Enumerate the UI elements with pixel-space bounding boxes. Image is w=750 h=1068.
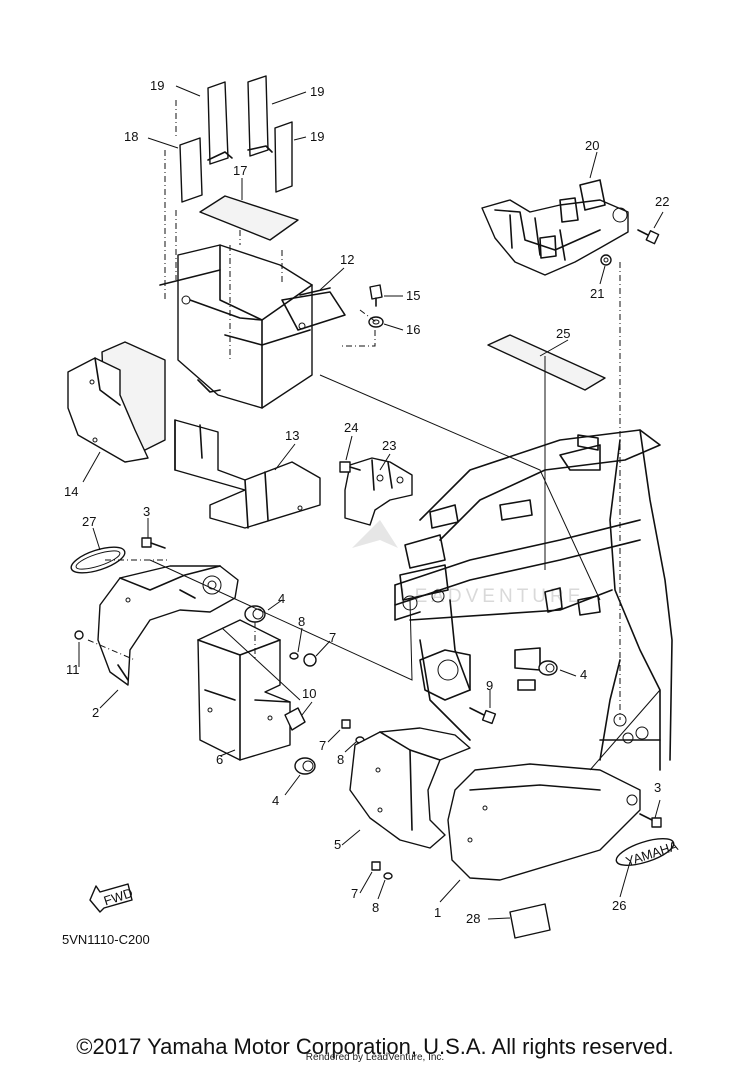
part-10-clip xyxy=(284,707,306,731)
callout-23: 23 xyxy=(382,438,396,453)
part-6-cover xyxy=(197,619,291,761)
callout-6: 6 xyxy=(216,752,223,767)
callout-18: 18 xyxy=(124,129,138,144)
part-24-bolt xyxy=(339,461,361,473)
leader-lines xyxy=(78,85,664,920)
callout-4: 4 xyxy=(278,591,285,606)
part-7-bolt-a xyxy=(303,653,317,667)
callout-19: 19 xyxy=(310,84,324,99)
callout-5: 5 xyxy=(334,837,341,852)
callouts: 19 19 19 18 17 12 15 16 20 22 21 25 13 2… xyxy=(64,78,669,926)
part-22-bolt xyxy=(637,229,660,245)
part-7-bolt-c xyxy=(371,861,381,871)
callout-11: 11 xyxy=(66,662,80,677)
callout-25: 25 xyxy=(556,326,570,341)
part-3-bolt-lower xyxy=(639,813,662,828)
callout-7: 7 xyxy=(319,738,326,753)
callout-28: 28 xyxy=(466,911,480,926)
part-3-bolt-upper xyxy=(141,537,166,549)
callout-7: 7 xyxy=(351,886,358,901)
part-7-bolt-b xyxy=(341,719,351,729)
part-19-pads xyxy=(207,75,293,193)
callout-4: 4 xyxy=(580,667,587,682)
part-21-nut xyxy=(600,254,612,266)
callout-3: 3 xyxy=(654,780,661,795)
part-8-washer-c xyxy=(383,872,393,880)
part-9-bolt xyxy=(469,707,497,725)
callout-8: 8 xyxy=(298,614,305,629)
part-17-pad xyxy=(199,195,299,241)
callout-21: 21 xyxy=(590,286,604,301)
callout-26: 26 xyxy=(612,898,626,913)
callout-2: 2 xyxy=(92,705,99,720)
callout-8: 8 xyxy=(372,900,379,915)
watermark: LEADVENTURE xyxy=(352,520,580,607)
callout-20: 20 xyxy=(585,138,599,153)
part-1-cover xyxy=(447,763,641,881)
callout-24: 24 xyxy=(344,420,358,435)
callout-19: 19 xyxy=(310,129,324,144)
part-27-strip xyxy=(70,546,126,574)
callout-9: 9 xyxy=(486,678,493,693)
part-11-nut xyxy=(74,630,84,640)
callout-22: 22 xyxy=(655,194,669,209)
callout-4: 4 xyxy=(272,793,279,808)
assembly-lines xyxy=(87,100,621,720)
callout-19: 19 xyxy=(150,78,164,93)
part-13-plate xyxy=(174,419,321,529)
callout-12: 12 xyxy=(340,252,354,267)
callout-10: 10 xyxy=(302,686,316,701)
part-4-grommet-c xyxy=(538,660,558,676)
part-8-washer-a xyxy=(289,652,299,660)
callout-14: 14 xyxy=(64,484,78,499)
callout-13: 13 xyxy=(285,428,299,443)
part-12-box xyxy=(159,244,346,409)
callout-27: 27 xyxy=(82,514,96,529)
callout-8: 8 xyxy=(337,752,344,767)
part-18-pad xyxy=(179,137,203,203)
drawing-code: 5VN1110-C200 xyxy=(62,932,150,947)
fwd-label: FWD xyxy=(102,885,135,908)
callout-3: 3 xyxy=(143,504,150,519)
part-23-bracket xyxy=(344,457,413,526)
callout-17: 17 xyxy=(233,163,247,178)
part-20-tray xyxy=(481,179,629,276)
callout-7: 7 xyxy=(329,630,336,645)
part-5-cover xyxy=(349,727,471,849)
part-15-bolt xyxy=(369,284,383,307)
callout-1: 1 xyxy=(434,905,441,920)
copyright-notice: ©2017 Yamaha Motor Corporation, U.S.A. A… xyxy=(76,1034,674,1059)
callout-16: 16 xyxy=(406,322,420,337)
part-14-cover xyxy=(67,341,166,463)
part-26-emblem: YAMAHA xyxy=(615,838,680,869)
part-4-grommet-b xyxy=(294,757,316,775)
part-28-label xyxy=(509,903,551,939)
fwd-arrow-icon: FWD xyxy=(89,883,135,913)
rendered-by-notice: Rendered by LeadVenture, Inc. xyxy=(305,1052,445,1063)
part-25-pad xyxy=(487,334,606,391)
callout-15: 15 xyxy=(406,288,420,303)
part-2-side-cover xyxy=(97,565,239,686)
